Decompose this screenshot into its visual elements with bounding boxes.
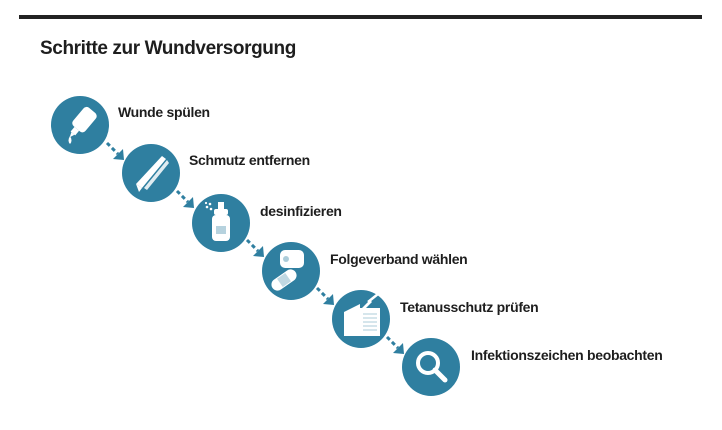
bandage-icon (262, 242, 320, 300)
step-label: Tetanusschutz prüfen (400, 299, 539, 315)
arrow-icon (105, 141, 124, 160)
top-rule (19, 15, 702, 19)
step-label: Wunde spülen (118, 104, 210, 120)
vaccination-card-icon (332, 290, 390, 348)
step-label: Infektionszeichen beobachten (471, 347, 663, 363)
diagram-title: Schritte zur Wundversorgung (40, 38, 296, 59)
spray-bottle-icon (192, 194, 250, 252)
arrow-icon (315, 286, 334, 305)
rinse-bottle-icon (51, 96, 109, 154)
step-label: Schmutz entfernen (189, 152, 310, 168)
arrow-icon (245, 238, 264, 257)
magnifier-icon (402, 338, 460, 396)
step-label: desinfizieren (260, 203, 342, 219)
step-label: Folgeverband wählen (330, 251, 468, 267)
arrow-icon (385, 335, 404, 354)
arrow-icon (175, 189, 194, 208)
tweezers-icon (122, 144, 180, 202)
